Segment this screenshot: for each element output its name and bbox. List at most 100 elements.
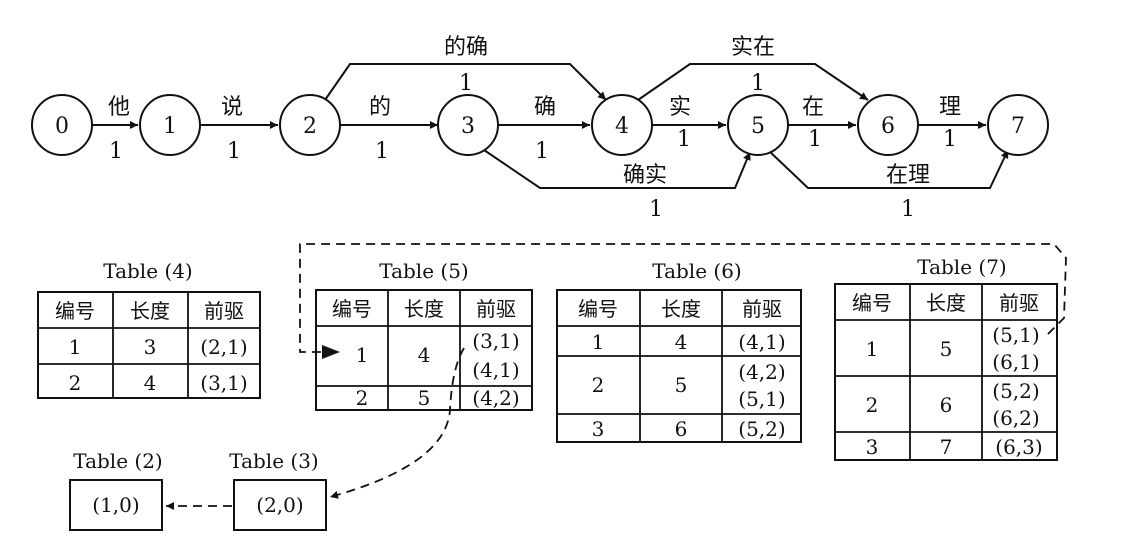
table-cell: 3: [866, 435, 879, 459]
box-value: (1,0): [92, 493, 139, 517]
table-cell: 4: [675, 330, 688, 354]
edge-word-2-3: 的: [369, 95, 391, 120]
table-cell: 3: [592, 417, 605, 441]
backtrace-paths: [166, 243, 1067, 510]
nodes: 0 1 2 3 4 5 6 7: [31, 94, 1049, 156]
edge-4-6: [637, 63, 869, 101]
table-cell: 5: [940, 337, 953, 361]
table-header: 前驱: [742, 297, 782, 321]
table-cell: 2: [69, 371, 82, 395]
node-label: 2: [303, 114, 317, 139]
edge-word-5-7: 在理: [886, 163, 930, 188]
edge-word-4-5: 实: [669, 95, 691, 120]
table-cell: 1: [592, 330, 605, 354]
node-label: 6: [881, 114, 895, 139]
table-cell: 1: [866, 337, 879, 361]
table-cell: (4,2): [472, 386, 519, 410]
table-4: Table (4) 编号 长度 前驱 1 3 (2,1) 2 4 (3,1): [37, 259, 261, 399]
table-cell: (5,2): [992, 379, 1039, 403]
edge-weight-5-6: 1: [808, 127, 822, 152]
table-cell: 6: [940, 393, 953, 417]
node-label: 0: [55, 114, 69, 139]
table-header: 编号: [852, 291, 892, 315]
table-3-box: Table (3) (2,0): [229, 449, 327, 531]
table-title: Table (6): [652, 259, 741, 283]
backtrace-t5-to-t3: [329, 347, 465, 499]
table-cell: (6,2): [992, 406, 1039, 430]
table-2-box: Table (2) (1,0): [69, 449, 163, 531]
table-cell: (5,2): [738, 417, 785, 441]
table-header: 编号: [332, 297, 372, 321]
node-3: 3: [437, 94, 499, 156]
table-cell: (6,3): [995, 435, 1042, 459]
table-cell: 5: [675, 373, 688, 397]
table-title: Table (4): [103, 259, 192, 283]
node-label: 7: [1011, 114, 1025, 139]
edge-2-4: [324, 63, 607, 101]
edge-weight-0-1: 1: [109, 139, 123, 164]
table-cell: (3,1): [472, 329, 519, 353]
edge-word-5-6: 在: [802, 95, 824, 120]
table-header: 编号: [578, 297, 618, 321]
edge-3-5: [483, 149, 751, 189]
table-cell: (5,1): [992, 323, 1039, 347]
node-0: 0: [31, 94, 93, 156]
edge-5-7: [767, 149, 1009, 189]
table-cell: 4: [144, 371, 157, 395]
table-cell: 5: [418, 386, 431, 410]
edge-word-6-7: 理: [939, 95, 961, 120]
edge-word-0-1: 他: [108, 95, 130, 120]
table-header: 长度: [661, 297, 701, 321]
edge-word-2-4: 的确: [444, 35, 488, 60]
table-header: 前驱: [476, 297, 516, 321]
edge-weight-6-7: 1: [943, 127, 957, 152]
edge-weight-1-2: 1: [227, 139, 241, 164]
table-cell: 2: [356, 386, 369, 410]
edge-word-1-2: 说: [221, 95, 243, 120]
table-cell: (4,1): [738, 330, 785, 354]
table-title: Table (5): [379, 259, 468, 283]
table-cell: (5,1): [738, 387, 785, 411]
table-cell: (3,1): [200, 371, 247, 395]
edge-weight-5-7: 1: [901, 197, 915, 222]
edge-word-3-5: 确实: [623, 163, 667, 188]
edge-weight-2-3: 1: [375, 139, 389, 164]
backtrace-arrowhead: [322, 345, 340, 359]
edge-weight-2-4: 1: [459, 71, 473, 96]
edge-weight-4-5: 1: [677, 127, 691, 152]
node-6: 6: [857, 94, 919, 156]
table-header: 长度: [926, 291, 966, 315]
edges: [92, 63, 1009, 189]
edge-weight-4-6: 1: [751, 71, 765, 96]
edge-word-3-4: 确: [534, 95, 556, 120]
node-2: 2: [279, 94, 341, 156]
table-cell: 1: [356, 343, 369, 367]
table-header: 长度: [130, 299, 170, 323]
table-title: Table (3): [229, 449, 318, 473]
table-5: Table (5) 编号 长度 前驱 1 4 (3,1) (4,1) 2 5 (…: [315, 259, 533, 411]
table-7: Table (7) 编号 长度 前驱 1 5 (5,1) (6,1) 2 6 (…: [834, 255, 1058, 461]
table-cell: 2: [866, 393, 879, 417]
box-value: (2,0): [256, 493, 303, 517]
node-4: 4: [591, 94, 653, 156]
table-cell: 4: [418, 343, 431, 367]
edge-weight-3-5: 1: [649, 197, 663, 222]
node-7: 7: [987, 94, 1049, 156]
table-6: Table (6) 编号 长度 前驱 1 4 (4,1) 2 5 (4,2) (…: [556, 259, 802, 443]
table-cell: (4,2): [738, 360, 785, 384]
table-cell: (2,1): [200, 335, 247, 359]
table-cell: 6: [675, 417, 688, 441]
edge-word-4-6: 实在: [731, 35, 775, 60]
table-header: 编号: [55, 299, 95, 323]
node-label: 5: [751, 114, 765, 139]
table-title: Table (7): [917, 255, 1006, 279]
node-label: 1: [163, 114, 177, 139]
table-cell: 3: [144, 335, 157, 359]
table-cell: (4,1): [472, 358, 519, 382]
table-header: 前驱: [204, 299, 244, 323]
backtrace-t7-to-t5: [299, 243, 1067, 353]
node-label: 4: [615, 114, 629, 139]
edge-labels: 他 1 说 1 的 1 的确 1 确 1 确实 1 实 1 实在 1 在 1 在…: [108, 35, 961, 222]
table-cell: 1: [69, 335, 82, 359]
table-cell: (6,1): [992, 350, 1039, 374]
